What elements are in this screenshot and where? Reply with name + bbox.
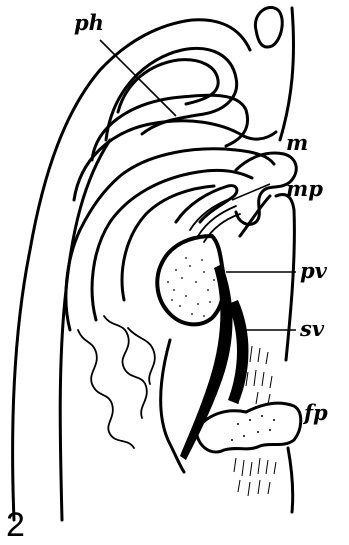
seminal-vesicle-outline	[161, 340, 184, 472]
left-inner-fold	[66, 149, 274, 330]
right-wall-lower	[288, 448, 293, 512]
female-pore-outline	[196, 403, 301, 452]
seminal-vesicle-dark-band	[180, 264, 233, 460]
glandular-wavy-tissue	[78, 330, 134, 448]
top-oval-outline	[255, 7, 282, 47]
right-wall-inner	[240, 196, 270, 236]
label-sv: sv	[299, 316, 325, 341]
label-m: m	[286, 130, 308, 155]
pharynx-inner-loop	[118, 60, 218, 112]
male-pore-fold-2	[198, 206, 236, 236]
label-ph: ph	[74, 10, 104, 35]
right-wall-mid	[276, 195, 294, 360]
female-pore-stipple	[231, 415, 275, 441]
glandular-wavy-tissue-2	[104, 316, 147, 418]
left-inner-fold-3	[122, 186, 214, 300]
label-fp: fp	[302, 400, 328, 425]
inner-body-wall	[60, 140, 110, 520]
label-pv: pv	[300, 258, 328, 283]
leader-ph	[100, 40, 176, 116]
prostatic-vesicle-stipple	[167, 257, 215, 317]
figure-number: 2	[6, 506, 25, 544]
label-mp: mp	[286, 176, 323, 201]
